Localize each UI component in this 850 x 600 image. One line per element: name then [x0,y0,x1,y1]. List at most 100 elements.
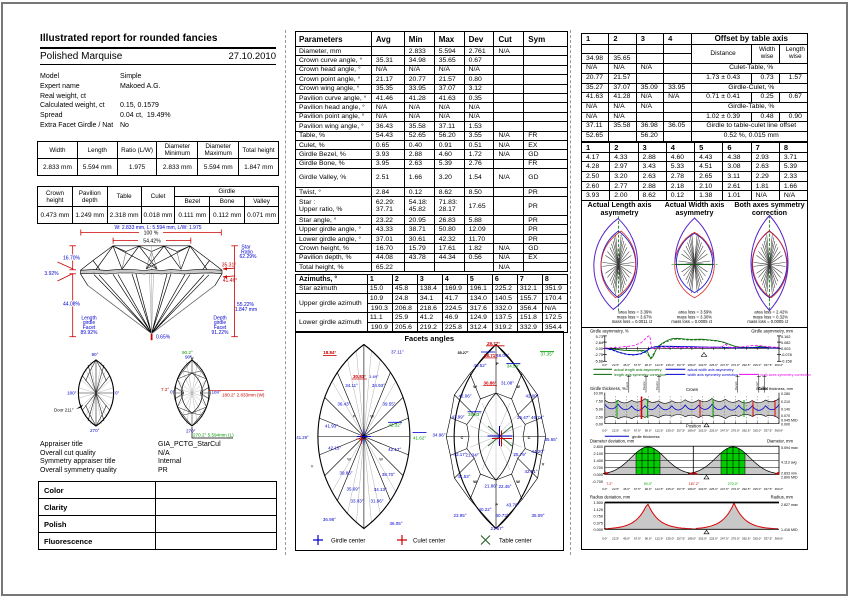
svg-text:35.65°: 35.65° [544,437,557,442]
svg-text:2.84: 2.84 [596,341,603,345]
svg-text:90.0°: 90.0° [645,429,653,433]
svg-text:45.0°: 45.0° [623,429,631,433]
svg-text:42.00°: 42.00° [525,393,538,398]
svg-text:202.5°: 202.5° [698,429,708,433]
svg-text:90.0°: 90.0° [645,537,653,541]
svg-text:135.0°: 135.0° [666,429,676,433]
svg-text:337.5°: 337.5° [764,537,774,541]
svg-text:43.99°: 43.99° [451,414,464,419]
svg-text:41.53°: 41.53° [457,474,470,479]
svg-text:36.98°: 36.98° [323,517,336,522]
svg-text:292.5°: 292.5° [742,537,752,541]
svg-text:4.113 avg: 4.113 avg [781,461,797,465]
svg-text:Girdle thickness, %: Girdle thickness, % [590,386,626,391]
svg-text:mass loss = 0.0011 ct: mass loss = 0.0011 ct [612,319,653,324]
svg-text:90°: 90° [185,355,192,360]
svg-text:157.5°: 157.5° [677,537,687,541]
svg-text:31.96°: 31.96° [370,499,383,504]
svg-text:42.15°: 42.15° [328,446,341,451]
svg-text:315.0°: 315.0° [753,487,763,491]
svg-text:270°: 270° [186,429,196,434]
svg-text:37.11°: 37.11° [391,350,404,355]
svg-text:0.082: 0.082 [781,341,791,345]
svg-text:Radius deviation, mm: Radius deviation, mm [590,495,631,500]
svg-text:18.84°: 18.84° [323,350,336,355]
svg-text:180.0°: 180.0° [688,429,698,433]
svg-text:21.34°: 21.34° [465,452,478,457]
svg-text:mass loss = 3.67%: mass loss = 3.67% [617,314,653,319]
svg-text:270.2° 5.594mm (L): 270.2° 5.594mm (L) [193,433,234,438]
svg-text:337.5°: 337.5° [764,429,774,433]
svg-text:22.5°: 22.5° [612,429,620,433]
svg-text:girdle: girdle [83,320,95,326]
svg-text:5.594 max: 5.594 max [781,446,798,450]
svg-text:30.81°: 30.81° [353,374,366,379]
svg-text:44.08%: 44.08% [63,302,81,308]
svg-text:180.0°: 180.0° [688,537,698,541]
svg-text:180.0°: 180.0° [688,363,698,367]
svg-text:247.5°: 247.5° [720,429,730,433]
svg-text:0.0°: 0.0° [602,537,608,541]
svg-text:2.800: 2.800 [593,445,603,449]
svg-text:0.280: 0.280 [781,392,790,396]
svg-text:30.86°: 30.86° [483,380,496,385]
svg-text:23.95°: 23.95° [453,513,466,518]
svg-text:Culet center: Culet center [413,539,445,545]
svg-text:270.0°: 270.0° [728,482,739,486]
svg-text:21.86°: 21.86° [484,484,497,489]
svg-text:Girdle asymmetry, mm: Girdle asymmetry, mm [751,329,793,334]
svg-text:270°: 270° [90,428,100,433]
svg-text:3.92%: 3.92% [44,271,59,277]
svg-text:Star: Star [241,245,251,251]
svg-text:315.0°: 315.0° [753,429,763,433]
svg-text:48.04°: 48.04° [496,353,509,358]
svg-text:90.0°: 90.0° [644,482,653,486]
svg-text:41.93°: 41.93° [325,424,338,429]
svg-text:Bezel3: Bezel3 [655,381,659,390]
svg-text:292.5°: 292.5° [742,487,752,491]
svg-text:0.162: 0.162 [781,335,791,339]
svg-text:W: W [516,385,520,389]
svg-text:247.5°: 247.5° [720,537,730,541]
svg-text:135.0°: 135.0° [666,537,676,541]
svg-text:38.71°: 38.71° [484,353,497,358]
svg-text:44.20°: 44.20° [531,449,544,454]
svg-text:Cu: Cu [761,386,765,390]
svg-text:22.45°: 22.45° [498,484,511,489]
svg-text:112.5°: 112.5° [655,429,664,433]
svg-text:Ratio: Ratio [241,249,253,255]
svg-text:25.47°: 25.47° [517,415,530,420]
svg-text:Girdle center: Girdle center [331,539,365,545]
svg-text:W: W [347,458,351,462]
svg-text:P: P [495,503,498,507]
svg-text:C: C [528,436,531,440]
svg-text:43.70°: 43.70° [506,503,519,508]
svg-text:W: W [516,480,520,484]
svg-text:62.29%: 62.29% [240,254,258,260]
svg-text:67.5°: 67.5° [634,537,642,541]
svg-text:Girdle thickness, mm: Girdle thickness, mm [758,387,793,391]
svg-text:mass loss = 0.0005 ct: mass loss = 0.0005 ct [671,319,712,324]
svg-text:157.5°: 157.5° [677,363,687,367]
svg-text:112.5°: 112.5° [655,487,664,491]
svg-text:39.55°: 39.55° [382,402,395,407]
svg-text:Culet1: Culet1 [625,381,629,390]
svg-text:360.0°: 360.0° [775,363,785,367]
svg-text:35.31°: 35.31° [222,263,237,269]
svg-text:Diameter, mm: Diameter, mm [767,439,794,444]
svg-text:180.0°: 180.0° [688,487,698,491]
svg-text:16.70%: 16.70% [63,256,81,262]
svg-text:5.73: 5.73 [596,335,603,339]
svg-text:V: V [311,465,314,469]
svg-text:90.2°: 90.2° [182,350,193,355]
svg-text:girdle: girdle [214,320,226,326]
svg-text:42.06°: 42.06° [458,393,471,398]
svg-text:247.5°: 247.5° [720,487,730,491]
svg-text:5.00: 5.00 [596,408,603,412]
svg-text:180°: 180° [212,390,222,395]
svg-text:31.08°: 31.08° [501,380,514,385]
svg-text:67.5°: 67.5° [634,429,642,433]
svg-text:45.0°: 45.0° [623,487,631,491]
svg-text:225.0°: 225.0° [709,537,719,541]
svg-text:180°: 180° [67,391,77,396]
